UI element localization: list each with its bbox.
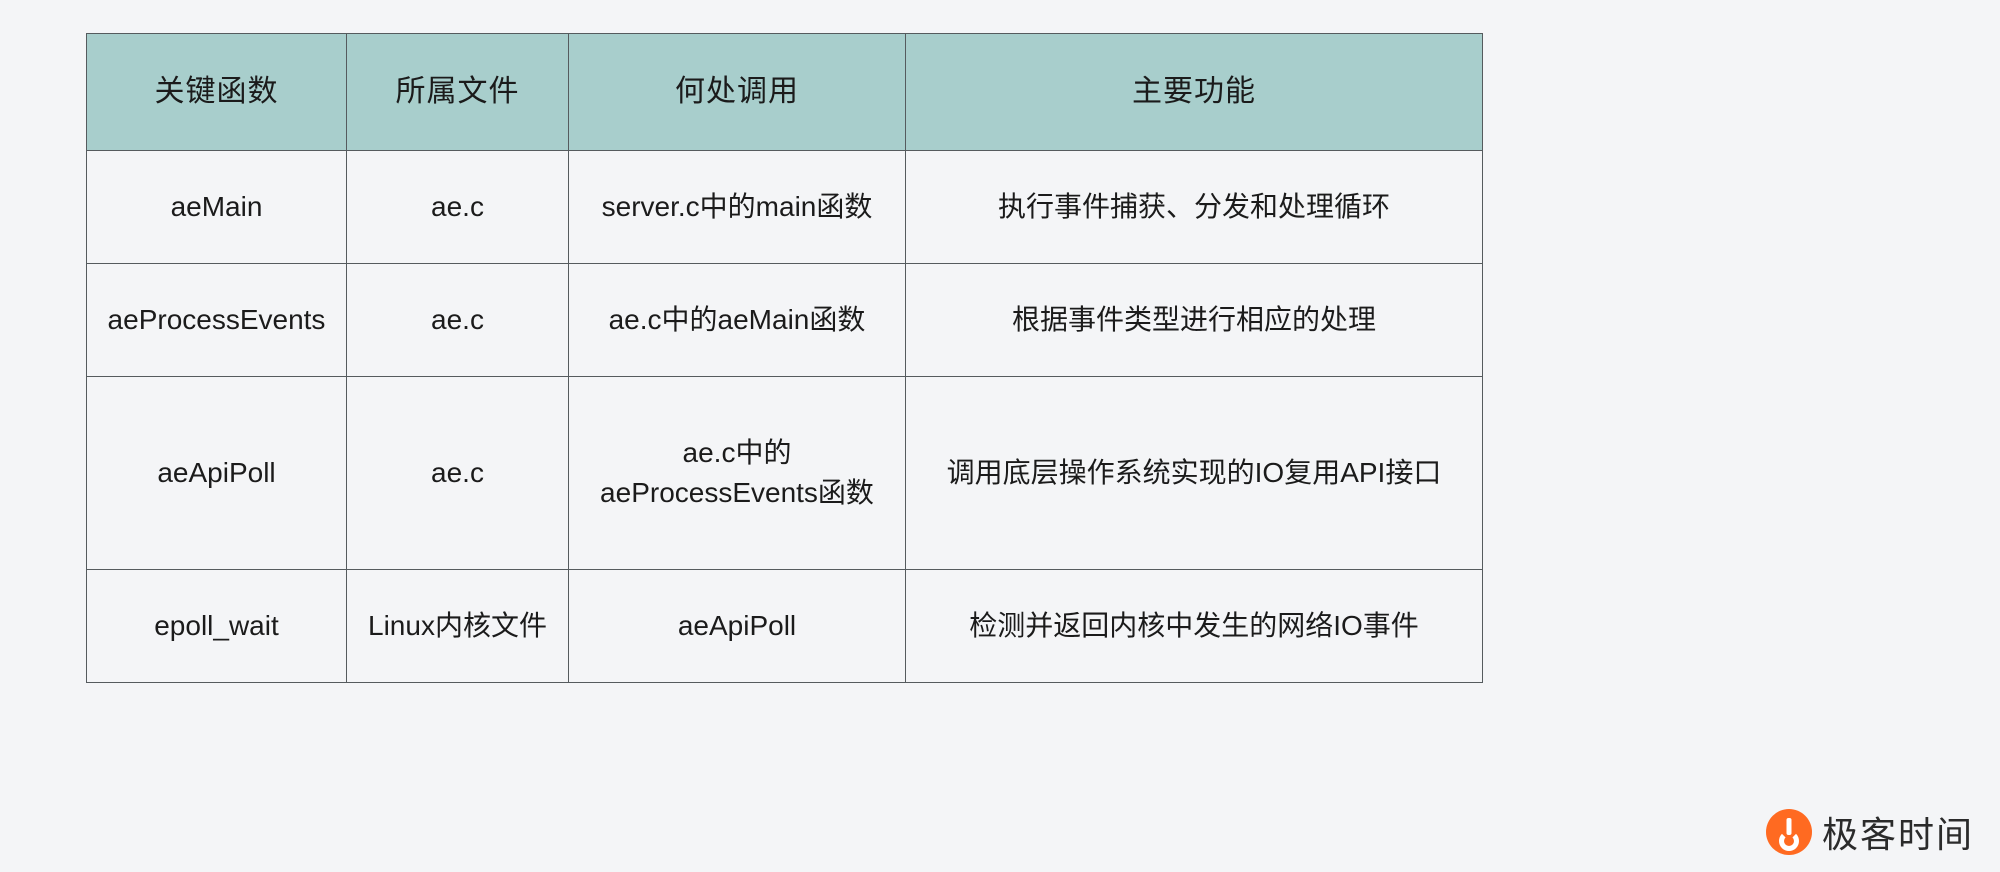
cell-called-from: ae.c中的aeMain函数	[568, 263, 906, 377]
cell-purpose: 检测并返回内核中发生的网络IO事件	[905, 569, 1483, 683]
cell-called-from-line1: ae.c中的	[682, 437, 792, 469]
cell-called-from: ae.c中的 aeProcessEvents函数	[568, 376, 906, 570]
geekbang-logo-icon	[1765, 809, 1812, 855]
cell-file: ae.c	[346, 376, 569, 570]
cell-called-from-line1: ae.c中的aeMain函数	[608, 304, 866, 336]
cell-called-from: server.c中的main函数	[568, 150, 906, 264]
column-header-called-from: 何处调用	[568, 33, 906, 151]
cell-function: aeMain	[86, 150, 347, 264]
cell-file: ae.c	[346, 150, 569, 264]
cell-called-from-line1: server.c中的main函数	[601, 191, 873, 223]
cell-function: epoll_wait	[86, 569, 347, 683]
cell-purpose: 调用底层操作系统实现的IO复用API接口	[905, 376, 1483, 570]
cell-function: aeApiPoll	[86, 376, 347, 570]
table-container: 关键函数 所属文件 何处调用 主要功能 aeMain ae.c server.c…	[86, 33, 1483, 683]
cell-purpose: 执行事件捕获、分发和处理循环	[905, 150, 1483, 264]
table-row: aeMain ae.c server.c中的main函数 执行事件捕获、分发和处…	[86, 150, 1483, 264]
column-header-file: 所属文件	[346, 33, 569, 151]
watermark-label: 极客时间	[1821, 815, 1974, 856]
column-header-function: 关键函数	[86, 33, 347, 151]
table-row: epoll_wait Linux内核文件 aeApiPoll 检测并返回内核中发…	[86, 569, 1483, 683]
cell-function: aeProcessEvents	[86, 263, 347, 377]
table-row: aeProcessEvents ae.c ae.c中的aeMain函数 根据事件…	[86, 263, 1483, 377]
watermark: 极客时间	[1765, 806, 1974, 858]
table-row: aeApiPoll ae.c ae.c中的 aeProcessEvents函数 …	[86, 376, 1483, 570]
table-header: 关键函数 所属文件 何处调用 主要功能	[86, 33, 1483, 151]
table-body: aeMain ae.c server.c中的main函数 执行事件捕获、分发和处…	[86, 150, 1483, 683]
cell-purpose: 根据事件类型进行相应的处理	[905, 263, 1483, 377]
cell-file: Linux内核文件	[346, 569, 569, 683]
column-header-purpose: 主要功能	[905, 33, 1483, 151]
cell-file: ae.c	[346, 263, 569, 377]
key-functions-table: 关键函数 所属文件 何处调用 主要功能 aeMain ae.c server.c…	[86, 33, 1483, 683]
table-header-row: 关键函数 所属文件 何处调用 主要功能	[86, 33, 1483, 151]
cell-called-from-line2: aeProcessEvents函数	[600, 477, 874, 508]
cell-called-from: aeApiPoll	[568, 569, 906, 683]
cell-called-from-line1: aeApiPoll	[677, 610, 797, 642]
